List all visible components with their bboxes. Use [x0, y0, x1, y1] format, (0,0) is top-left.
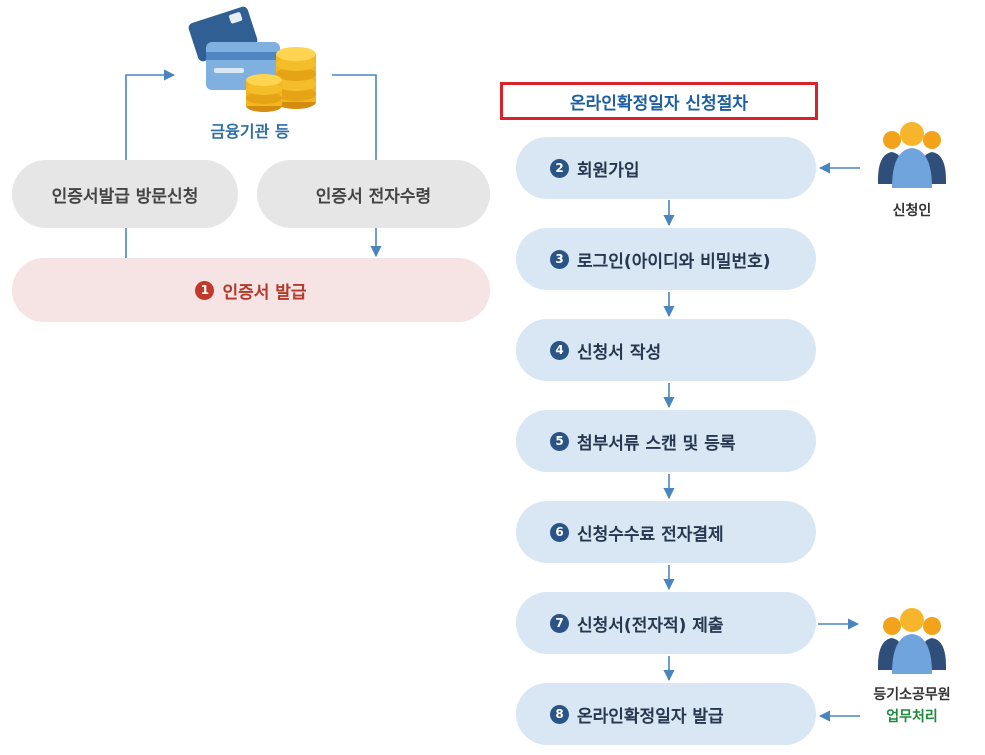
coin-stack-large — [276, 47, 316, 109]
step-label: 온라인확정일자 발급 — [577, 706, 724, 727]
step-number-badge: 8 — [550, 704, 569, 724]
step-number-badge: 7 — [550, 613, 569, 633]
step-number-badge: 3 — [550, 249, 569, 269]
institution-label: 금융기관 등 — [210, 122, 290, 141]
procedure-title: 온라인확정일자 신청절차 — [500, 82, 818, 120]
coin-stack-small — [246, 74, 282, 112]
step-number-badge: 4 — [550, 340, 569, 360]
step-label: 신청수수료 전자결제 — [577, 524, 724, 545]
step-label: 첨부서류 스캔 및 등록 — [577, 433, 736, 454]
step-submit: 7 신청서(전자적) 제출 — [516, 592, 816, 654]
card-coins-icon — [188, 6, 316, 112]
step-number-badge: 1 — [195, 280, 215, 300]
officer-people-icon — [878, 608, 946, 674]
step-issue-date: 8 온라인확정일자 발급 — [516, 683, 816, 745]
applicant-people-icon — [878, 122, 946, 188]
visit-apply-node: 인증서발급 방문신청 — [12, 160, 238, 228]
step-label: 로그인(아이디와 비밀번호) — [577, 251, 771, 272]
step-number-badge: 2 — [550, 158, 569, 178]
step-write-application: 4 신청서 작성 — [516, 319, 816, 381]
step-pay-fee: 6 신청수수료 전자결제 — [516, 501, 816, 563]
certificate-issue-node: 1 인증서 발급 — [12, 258, 490, 322]
step-signup: 2 회원가입 — [516, 137, 816, 199]
step-login: 3 로그인(아이디와 비밀번호) — [516, 228, 816, 290]
step-label: 신청서 작성 — [577, 342, 662, 363]
electronic-receive-label: 인증서 전자수령 — [315, 186, 432, 207]
officer-sublabel: 업무처리 — [886, 709, 938, 725]
visit-apply-label: 인증서발급 방문신청 — [51, 186, 199, 207]
certificate-issue-label: 인증서 발급 — [222, 282, 307, 303]
officer-label: 등기소공무원 — [873, 687, 951, 703]
step-label: 신청서(전자적) 제출 — [577, 615, 724, 636]
step-number-badge: 6 — [550, 522, 569, 542]
step-attach-documents: 5 첨부서류 스캔 및 등록 — [516, 410, 816, 472]
applicant-label: 신청인 — [892, 203, 932, 219]
step-label: 회원가입 — [577, 160, 640, 181]
procedure-title-text: 온라인확정일자 신청절차 — [570, 93, 748, 114]
electronic-receive-node: 인증서 전자수령 — [257, 160, 490, 228]
step-number-badge: 5 — [550, 431, 569, 451]
